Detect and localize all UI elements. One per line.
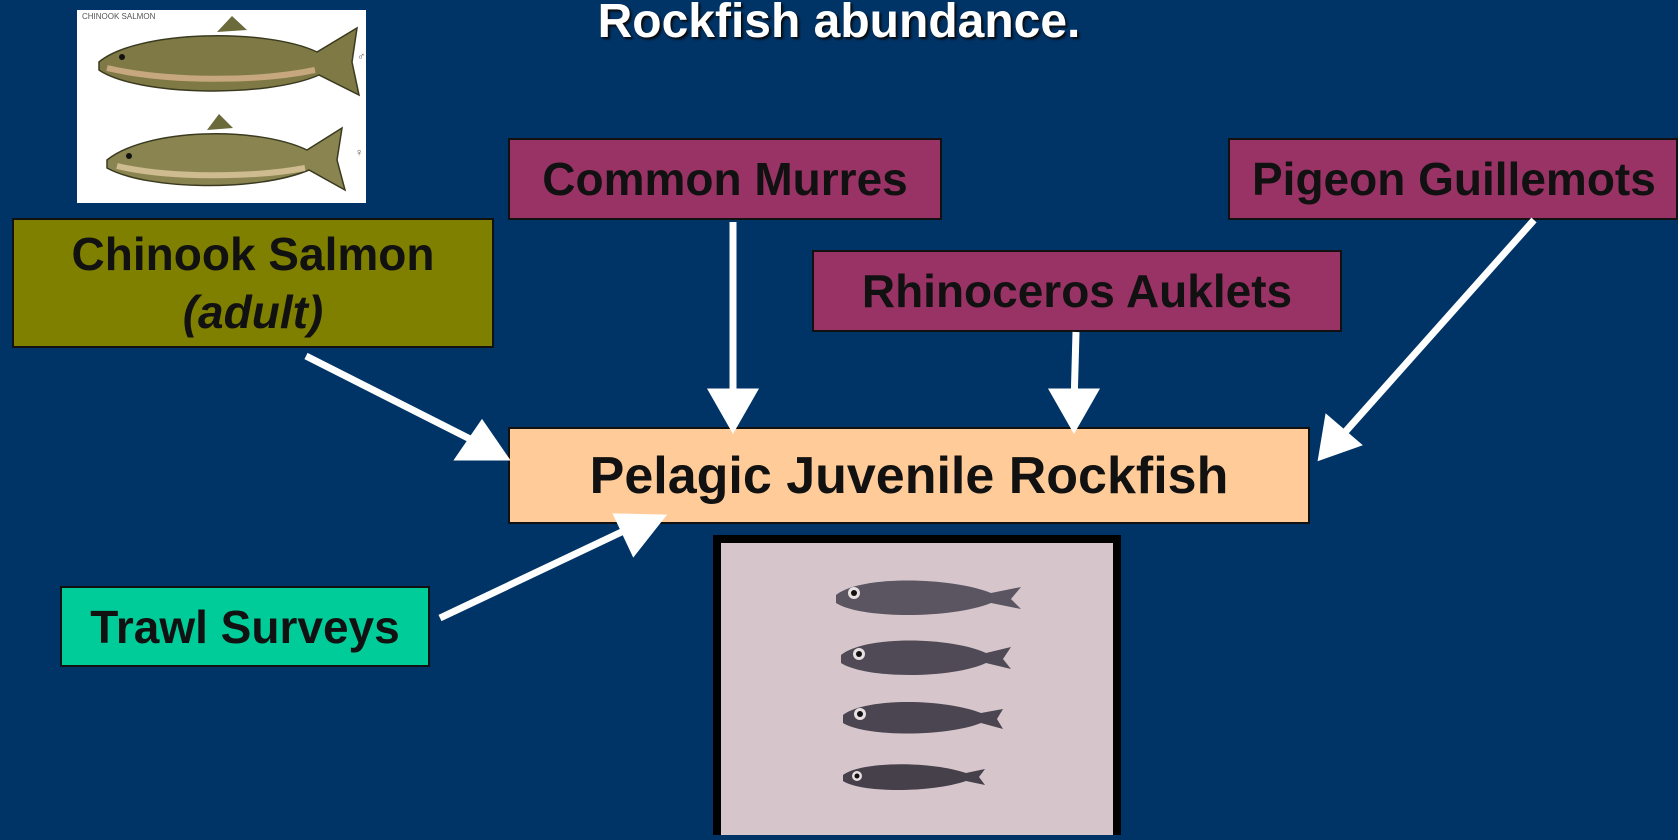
arrow-guillemots-to-rockfish — [1338, 220, 1534, 440]
arrow-trawl-to-rockfish — [440, 528, 630, 618]
arrow-murres-to-rockfish-head — [713, 392, 753, 427]
arrow-trawl-to-rockfish-head — [618, 517, 660, 551]
arrow-auklets-to-rockfish-head — [1054, 392, 1094, 427]
arrow-salmon-to-rockfish — [306, 356, 478, 443]
